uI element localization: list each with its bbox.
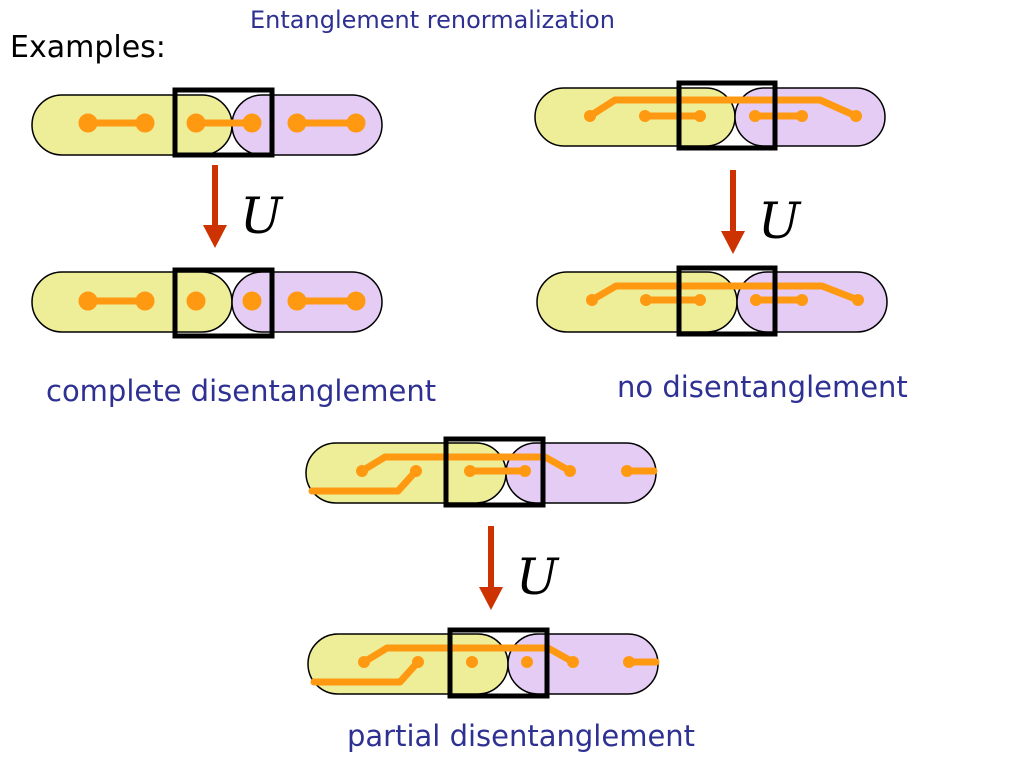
arrow-down-complete (203, 165, 227, 248)
site (412, 656, 424, 668)
site (621, 465, 633, 477)
site (564, 465, 576, 477)
site (640, 294, 652, 306)
long-entanglement (358, 453, 574, 475)
site (78, 113, 98, 133)
long-entanglement (360, 644, 577, 666)
caption-partial-disentanglement: partial disentanglement (347, 719, 696, 753)
arrow-down-partial (479, 526, 503, 610)
site (623, 656, 635, 668)
arrow-down-none (721, 170, 745, 254)
site (749, 110, 761, 122)
disentangler-box (676, 265, 778, 337)
site (78, 291, 98, 311)
site (346, 291, 366, 311)
site (584, 110, 596, 122)
slide-title: Entanglement renormalization (250, 6, 615, 34)
example-complete-before (31, 87, 383, 158)
site (796, 294, 808, 306)
site (852, 294, 864, 306)
site (694, 294, 706, 306)
example-complete-after (31, 267, 383, 339)
site (694, 110, 706, 122)
site (287, 113, 307, 133)
site (346, 113, 366, 133)
boundary-entanglement (310, 658, 422, 686)
site (242, 291, 262, 311)
site (135, 291, 155, 311)
site (464, 465, 476, 477)
site (796, 110, 808, 122)
operator-label-complete: U (240, 187, 283, 245)
disentangler-box (172, 87, 275, 158)
operator-label-partial: U (516, 548, 559, 606)
site (186, 291, 206, 311)
site (135, 113, 155, 133)
caption-no-disentanglement: no disentanglement (617, 370, 908, 404)
disentangler-box (443, 436, 546, 508)
site (639, 110, 651, 122)
site (521, 656, 533, 668)
site (242, 113, 262, 133)
examples-label: Examples: (10, 30, 166, 65)
site (287, 291, 307, 311)
example-none-before (534, 80, 886, 151)
example-partial-after (307, 627, 660, 699)
disentangler-box (676, 80, 778, 151)
disentangler-box (447, 627, 550, 699)
site (186, 113, 206, 133)
site (750, 294, 762, 306)
long-entanglement (586, 96, 860, 120)
example-none-after (536, 265, 888, 337)
site (567, 656, 579, 668)
site (519, 465, 531, 477)
block-left (536, 271, 738, 333)
site (356, 465, 368, 477)
long-entanglement (588, 282, 862, 304)
site (466, 656, 478, 668)
site (358, 656, 370, 668)
boundary-entanglement (308, 467, 420, 495)
site (850, 110, 862, 122)
caption-complete-disentanglement: complete disentanglement (46, 374, 437, 408)
example-partial-before (305, 436, 658, 508)
site (586, 294, 598, 306)
site (410, 465, 422, 477)
operator-label-none: U (758, 192, 801, 250)
disentangler-box (172, 267, 275, 339)
